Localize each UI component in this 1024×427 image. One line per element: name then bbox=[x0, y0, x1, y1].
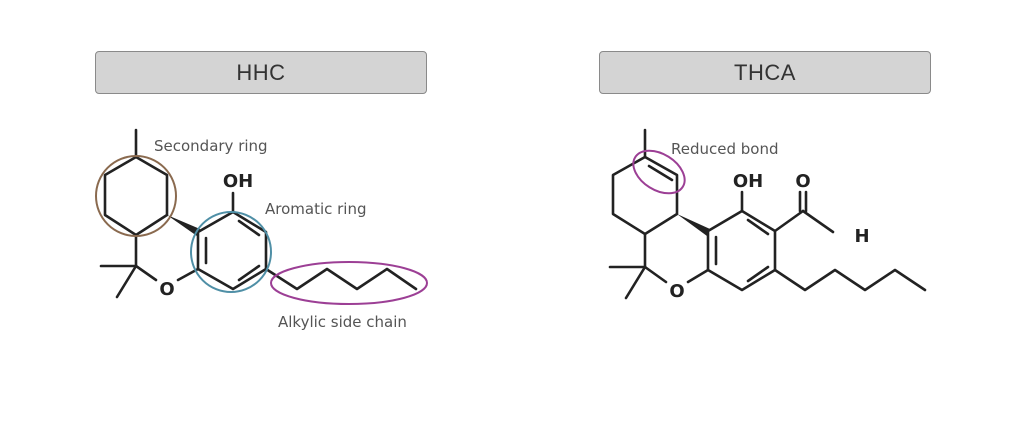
thca-aromatic-ring bbox=[706, 209, 777, 292]
thca-reduced-bond-highlight bbox=[632, 149, 686, 195]
hhc-aromatic-double-1 bbox=[237, 219, 261, 237]
thca-title: THCA bbox=[734, 59, 796, 85]
thca-aromatic-double-3 bbox=[746, 265, 770, 283]
thca-gem-methyl-2 bbox=[624, 265, 647, 300]
hhc-aromatic-double-3 bbox=[237, 264, 261, 282]
hhc-aromatic-ring-label: Aromatic ring bbox=[265, 200, 367, 218]
hhc-secondary-ring-highlight bbox=[95, 155, 177, 237]
hhc-secondary-ring-label: Secondary ring bbox=[154, 137, 268, 155]
hhc-aromatic-ring bbox=[196, 210, 268, 291]
thca-reduced-bond-label: Reduced bond bbox=[671, 140, 779, 158]
thca-pentyl-chain bbox=[773, 268, 927, 292]
hhc-title: HHC bbox=[236, 59, 286, 85]
thca-oxygen-label: O bbox=[669, 281, 684, 302]
hhc-side-chain-label: Alkylic side chain bbox=[278, 313, 407, 331]
hhc-pyran-bond-2 bbox=[134, 264, 158, 282]
thca-cyclohexene-ring bbox=[611, 155, 679, 236]
thca-pyran-bond-2 bbox=[643, 265, 668, 284]
hhc-aromatic-ring-highlight bbox=[190, 211, 272, 293]
hhc-pentyl-chain bbox=[264, 267, 418, 291]
hhc-oxygen-label: O bbox=[159, 279, 174, 300]
hhc-side-chain-highlight bbox=[270, 261, 428, 305]
thca-pyran-bond-3 bbox=[686, 268, 710, 284]
thca-carbonyl-c-bond bbox=[773, 209, 805, 233]
thca-structure: OH O O H bbox=[608, 128, 927, 302]
hhc-hydroxyl-label: OH bbox=[223, 171, 253, 192]
hhc-wedge-bond bbox=[167, 215, 200, 236]
hhc-structure: OH O bbox=[99, 128, 418, 300]
hhc-gem-methyl-2 bbox=[115, 264, 138, 299]
thca-hydroxyl-label: OH bbox=[733, 171, 763, 192]
thca-ring-double-bond bbox=[647, 164, 674, 182]
thca-carbonyl-oxygen-label: O bbox=[795, 171, 810, 192]
thca-title-box: THCA bbox=[599, 51, 931, 94]
hhc-title-box: HHC bbox=[95, 51, 427, 94]
thca-aromatic-double-2 bbox=[746, 218, 770, 236]
thca-wedge-bond bbox=[677, 214, 710, 236]
thca-carboxyl-bond bbox=[801, 209, 835, 234]
thca-hydrogen-label: H bbox=[854, 226, 869, 247]
hhc-cyclohexane-ring bbox=[103, 155, 169, 237]
